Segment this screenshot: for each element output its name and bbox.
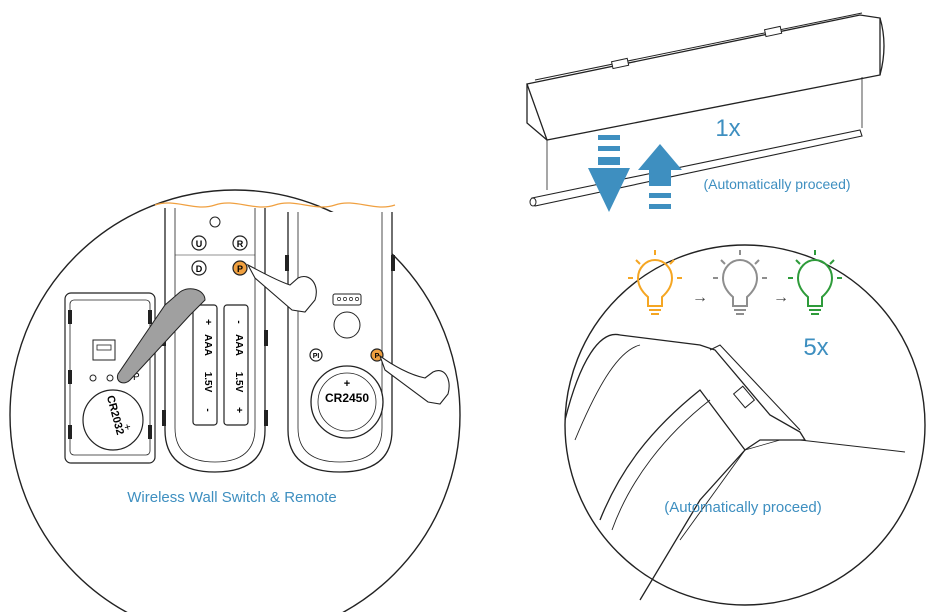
r-button[interactable] (232, 235, 248, 251)
bulb-orange-icon (628, 250, 682, 315)
right-panel: → → 5x (Automatically proceed) (564, 244, 926, 606)
right-circle-frame (564, 244, 926, 606)
aaa-2-voltage: 1.5V (233, 372, 244, 393)
cr2450-battery (310, 365, 384, 439)
small-remote-p-label: P (133, 372, 140, 383)
left-panel: P CR2032 + U R D P AAA (9, 189, 461, 612)
d-button[interactable] (191, 260, 207, 276)
cr2450-label: CR2450 (325, 391, 369, 405)
aaa-remote: U R D P AAA 1.5V + - AAA 1.5V - + (162, 208, 268, 473)
p-button-label: P (237, 264, 243, 274)
aaa-1-voltage: 1.5V (202, 372, 213, 393)
aaa-1-type: AAA (202, 334, 213, 356)
bulb-green-icon (788, 250, 842, 315)
small-remote: P CR2032 + (64, 292, 156, 464)
cut-line (154, 202, 396, 208)
aaa-1-plus: + (202, 319, 213, 325)
pi-button-label: PI (313, 353, 320, 360)
coin-remote: PI P + CR2450 (285, 212, 395, 473)
cr2450-plus: + (344, 378, 350, 390)
coin-p-button[interactable] (370, 348, 384, 362)
shade-count: 1x (715, 115, 740, 142)
cr2032-plus: + (120, 423, 133, 432)
arrow-1-icon: → (692, 289, 708, 306)
roller-shade-panel: 1x (Automatically proceed) (526, 12, 885, 212)
left-caption: Wireless Wall Switch & Remote (127, 489, 337, 506)
d-button-label: D (196, 264, 203, 274)
pi-button[interactable] (309, 348, 323, 362)
u-button-label: U (196, 239, 203, 249)
hand-press-p-icon (246, 263, 317, 313)
finger-1-icon (116, 288, 206, 384)
aaa-2-type: AAA (233, 334, 244, 356)
arrow-2-icon: → (773, 289, 789, 306)
shade-note: (Automatically proceed) (703, 176, 850, 192)
p-button[interactable] (232, 260, 248, 276)
hand-press-coin-p-icon (378, 354, 450, 405)
cr2032-battery (82, 389, 144, 451)
aaa-2-plus: + (233, 407, 244, 413)
aaa-1-minus: - (202, 408, 213, 411)
hand-icons (116, 263, 450, 405)
aaa-battery-2 (223, 304, 249, 426)
bulb-gray-icon (713, 250, 767, 315)
u-button[interactable] (191, 235, 207, 251)
bulb-count: 5x (803, 334, 828, 361)
up-arrow-icon (638, 144, 682, 209)
r-button-label: R (237, 239, 244, 249)
bulb-note: (Automatically proceed) (664, 499, 822, 516)
aaa-2-minus: - (233, 320, 244, 323)
down-arrow-icon (588, 135, 630, 212)
coin-p-button-label: P (375, 353, 380, 360)
aaa-battery-1 (192, 304, 218, 426)
